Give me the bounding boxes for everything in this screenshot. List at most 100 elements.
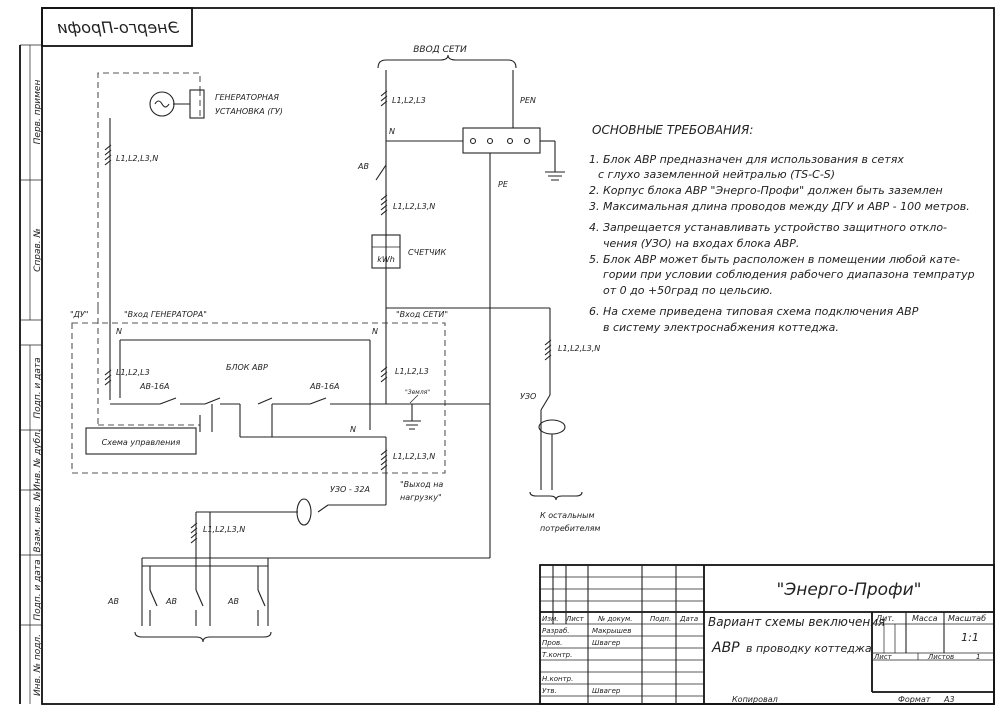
avr-du-label: "ДУ" bbox=[70, 310, 88, 319]
meter-unit: kWh bbox=[377, 255, 395, 264]
tb-role-utv: Утв. bbox=[542, 687, 557, 695]
requirement-line: 4. Запрещается устанавливать устройство … bbox=[589, 221, 947, 234]
requirement-line: 1. Блок АВР предназначен для использован… bbox=[589, 153, 904, 166]
meter-phases: L1,L2,L3,N bbox=[393, 202, 435, 211]
load-breaker-3 bbox=[257, 589, 266, 607]
tb-title-rest: в проводку коттеджа bbox=[746, 642, 872, 655]
requirement-line: гории при условии соблюдения рабочего ди… bbox=[603, 268, 975, 281]
avr-block-frame bbox=[71, 322, 446, 474]
requirement-line: 3. Максимальная длина проводов между ДГУ… bbox=[589, 200, 970, 213]
load-breaker-label-3: АВ bbox=[227, 597, 239, 606]
tb-name-prov: Швагер bbox=[592, 639, 621, 647]
rcd-main-note-1: К остальным bbox=[540, 511, 595, 520]
rcd-load-icon bbox=[296, 498, 312, 526]
side-label-inv-podl: Инв. № подл. bbox=[33, 634, 43, 696]
network-input-pe: PE bbox=[498, 180, 509, 189]
avr-control-box bbox=[85, 427, 197, 455]
tb-scale-value: 1:1 bbox=[961, 631, 979, 644]
load-breaker-1 bbox=[149, 589, 158, 607]
avr-title: БЛОК АВР bbox=[226, 363, 268, 372]
generator-label-1: ГЕНЕРАТОРНАЯ bbox=[215, 93, 279, 102]
tb-role-razrab: Разраб. bbox=[542, 627, 570, 635]
main-breaker-switch bbox=[375, 164, 387, 181]
tb-copied: Копировал bbox=[732, 695, 778, 704]
avr-phases-out: L1,L2,L3,N bbox=[393, 452, 435, 461]
tb-name-utv: Швагер bbox=[592, 687, 621, 695]
tb-format-value: А3 bbox=[943, 695, 955, 704]
requirements: ОСНОВНЫЕ ТРЕБОВАНИЯ: 1. Блок АВР предназ… bbox=[589, 123, 975, 334]
rcd-main-phases: L1,L2,L3,N bbox=[558, 344, 600, 353]
requirement-line: с глухо заземленной нейтралью (TS-C-S) bbox=[598, 168, 835, 181]
requirement-line: чения (УЗО) на входах блока АВР. bbox=[603, 237, 799, 250]
rcd-main-icon bbox=[538, 419, 566, 435]
tb-sheet: Лист bbox=[873, 653, 893, 661]
tb-sheets-value: 1 bbox=[976, 653, 980, 661]
tb-role-prov: Пров. bbox=[542, 639, 562, 647]
tb-title-line1: Вариант схемы веключения bbox=[708, 615, 885, 629]
rcd-main-section: L1,L2,L3,N УЗО К остальным потребителям bbox=[386, 307, 600, 533]
pen-terminal-block bbox=[462, 127, 541, 154]
side-label-podp-data-2: Подп. и дата bbox=[33, 559, 43, 620]
requirement-line: от 0 до +50град по цельсию. bbox=[603, 284, 773, 297]
load-breaker-label-1: АВ bbox=[107, 597, 119, 606]
tb-company: "Энерго-Профи" bbox=[777, 580, 922, 600]
requirement-line: в систему электроснабжения коттеджа. bbox=[603, 321, 839, 334]
avr-control-label: Схема управления bbox=[102, 438, 181, 447]
side-label-vzam-inv: Взам. инв. № bbox=[33, 491, 43, 552]
meter-section: АВ L1,L2,L3,N kWh СЧЕТЧИК bbox=[357, 162, 446, 269]
tb-sheets: Листов bbox=[927, 653, 954, 661]
tb-mass: Масса bbox=[912, 614, 938, 623]
avr-ground-label: "Земля" bbox=[405, 389, 430, 396]
avr-block: "ДУ" "Вход ГЕНЕРАТОРА" "Вход СЕТИ" N N L… bbox=[70, 308, 490, 505]
tb-col-izm: Изм. bbox=[542, 615, 558, 623]
avr-breaker-right-label: АВ-16А bbox=[309, 382, 340, 391]
tb-format: Формат bbox=[898, 695, 931, 704]
tb-col-doc: № докум. bbox=[597, 615, 633, 623]
tb-col-date: Дата bbox=[679, 615, 698, 623]
avr-breaker-left bbox=[110, 397, 221, 405]
generator-phases: L1,L2,L3,N bbox=[116, 154, 158, 163]
load-breaker-label-2: АВ bbox=[165, 597, 177, 606]
avr-phases-left: L1,L2,L3 bbox=[116, 368, 150, 377]
requirements-title: ОСНОВНЫЕ ТРЕБОВАНИЯ: bbox=[592, 123, 753, 137]
side-label-sprav: Справ. № bbox=[33, 228, 43, 272]
generator-label-2: УСТАНОВКА (ГУ) bbox=[215, 107, 283, 116]
avr-phases-right: L1,L2,L3 bbox=[395, 367, 429, 376]
avr-n-left: N bbox=[116, 327, 122, 336]
avr-ground-icon bbox=[403, 420, 421, 430]
side-label-perv-primen: Перв. примен bbox=[33, 80, 43, 145]
avr-breaker-left-label: АВ-16А bbox=[139, 382, 170, 391]
network-input-n: N bbox=[389, 127, 395, 136]
network-input-pen: PEN bbox=[520, 96, 536, 105]
avr-input-net-label: "Вход СЕТИ" bbox=[396, 310, 448, 319]
main-breaker-label: АВ bbox=[357, 162, 369, 171]
tb-scale: Масштаб bbox=[948, 614, 986, 623]
tb-name-razrab: Макрышев bbox=[592, 627, 631, 635]
side-label-inv-dubl: Инв. № дубл. bbox=[33, 429, 43, 491]
title-block: Изм. Лист № докум. Подп. Дата Разраб. Ма… bbox=[539, 564, 995, 705]
network-input: ВВОД СЕТИ L1,L2,L3 N PEN PE bbox=[377, 45, 565, 558]
drawing-frame bbox=[41, 7, 995, 705]
meter-box bbox=[371, 234, 401, 269]
network-input-phases: L1,L2,L3 bbox=[392, 96, 426, 105]
avr-n-bottom: N bbox=[350, 425, 356, 434]
tb-role-nkontr: Н.контр. bbox=[542, 675, 573, 683]
avr-output-label-2: нагрузку" bbox=[400, 493, 442, 502]
tb-col-sign: Подп. bbox=[650, 615, 671, 623]
avr-output-label-1: "Выход на bbox=[400, 480, 443, 489]
tb-col-list: Лист bbox=[565, 615, 585, 623]
requirement-line: 2. Корпус блока АВР "Энерго-Профи" долже… bbox=[589, 184, 943, 197]
rcd-main-label: УЗО bbox=[520, 392, 536, 401]
rcd-main-note-2: потребителям bbox=[540, 524, 600, 533]
requirement-line: 6. На схеме приведена типовая схема подк… bbox=[589, 305, 919, 318]
left-side-strip: Перв. примен Справ. № Подп. и дата Инв. … bbox=[19, 44, 43, 704]
tb-lit: Лит. bbox=[875, 614, 894, 623]
meter-label: СЧЕТЧИК bbox=[408, 248, 446, 257]
avr-n-right: N bbox=[372, 327, 378, 336]
avr-breaker-right bbox=[220, 397, 386, 405]
tb-title-big: АВР bbox=[711, 640, 740, 656]
ground-icon bbox=[545, 171, 565, 181]
load-breaker-2 bbox=[195, 589, 204, 607]
